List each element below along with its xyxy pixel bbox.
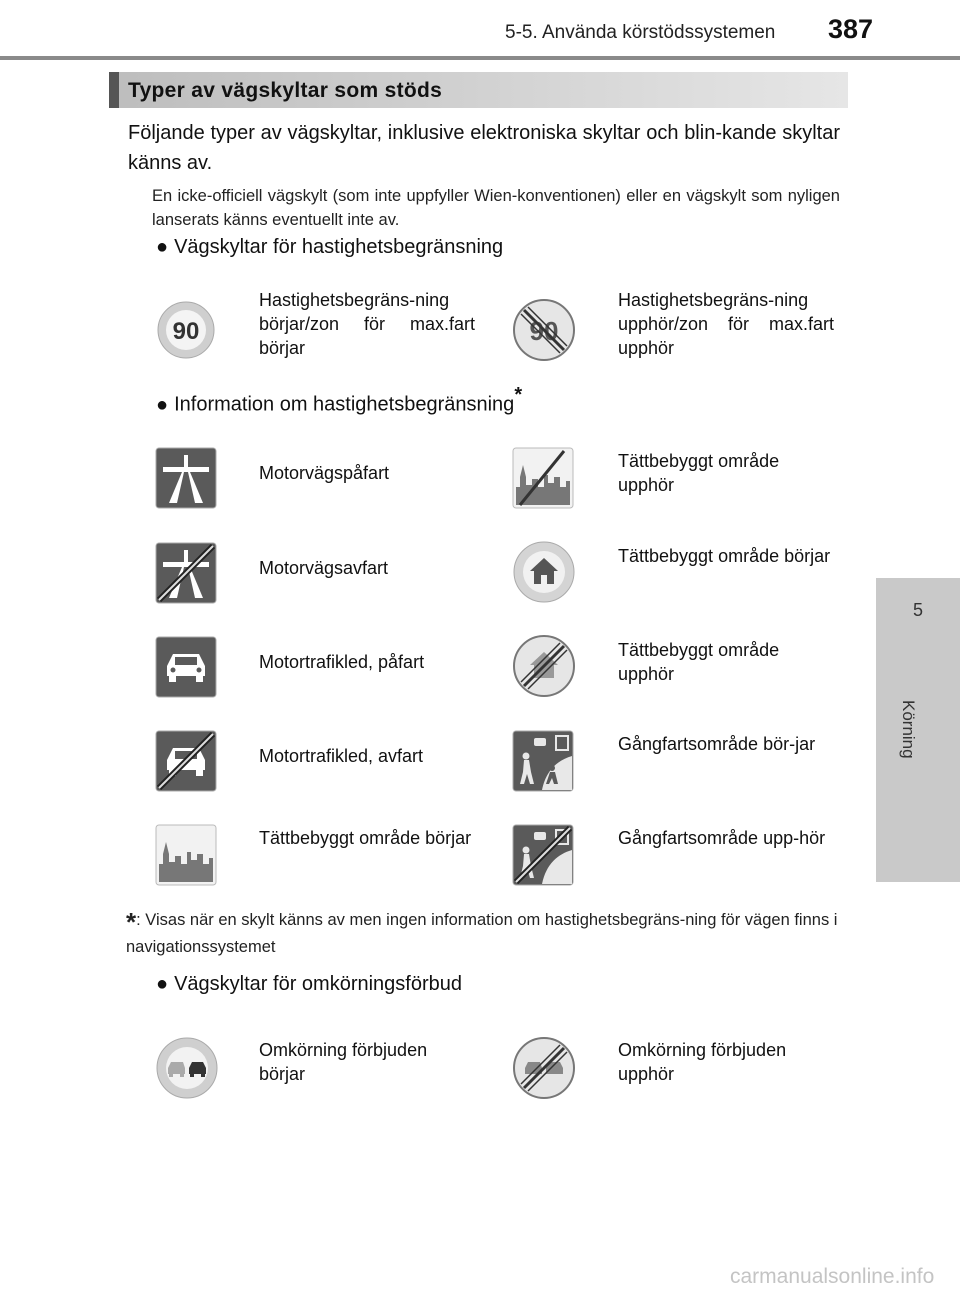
chapter-label: Körning: [899, 700, 918, 759]
page-number: 387: [828, 14, 874, 44]
built-up-area-end-label: Tättbebyggt område upphör: [618, 451, 780, 495]
built-up-area-start-round-label: Tättbebyggt område börjar: [618, 546, 831, 566]
built-up-area-start-round-sign-icon: [513, 541, 575, 603]
speed-limit-start-label: Hastighetsbegräns-ning börjar/zon för ma…: [259, 290, 475, 358]
speed-limit-90-sign-icon: 90: [157, 301, 215, 359]
bullet-icon: ●: [156, 973, 169, 995]
sign-90-text: 90: [173, 318, 200, 345]
bullet-icon: ●: [156, 393, 169, 416]
no-overtaking-heading: ●Vägskyltar för omkörningsförbud: [156, 973, 462, 996]
no-overtaking-end-label: Omkörning förbjuden upphör: [618, 1040, 787, 1084]
header-divider: [0, 56, 960, 60]
built-up-area-end-round-sign-icon: [513, 635, 575, 697]
chapter-side-tab: [876, 578, 960, 882]
motorway-start-label: Motorvägspåfart: [259, 463, 390, 483]
footnote-text: : Visas när en skylt känns av men ingen …: [126, 911, 838, 956]
section-title-box: [109, 72, 848, 108]
no-overtaking-heading-text: Vägskyltar för omkörningsförbud: [174, 973, 463, 995]
bullet-icon: ●: [156, 236, 169, 258]
note-paragraph: En icke-officiell vägskylt (som inte upp…: [152, 187, 840, 229]
end-speed-limit-90-sign-icon: 90: [513, 299, 575, 361]
watermark: carmanualsonline.info: [730, 1265, 935, 1288]
motorway-start-sign-icon: [155, 447, 217, 509]
speed-limit-end-label: Hastighetsbegräns-ning upphör/zon för ma…: [618, 290, 834, 358]
speed-info-heading: ●Information om hastighetsbegränsning*: [156, 384, 523, 417]
end-no-overtaking-sign-icon: [513, 1037, 575, 1099]
section-title-accent: [109, 72, 119, 108]
built-up-area-start-label: Tättbebyggt område börjar: [259, 828, 472, 848]
no-overtaking-sign-icon: [156, 1037, 218, 1099]
pedestrian-zone-end-label: Gångfartsområde upp-hör: [618, 828, 826, 848]
pedestrian-zone-end-sign-icon: [512, 824, 574, 886]
expressway-end-label: Motortrafikled, avfart: [259, 746, 424, 766]
pedestrian-zone-start-label: Gångfartsområde bör-jar: [618, 734, 816, 754]
running-header-section: 5-5. Använda körstödssystemen: [505, 22, 776, 43]
footnote-marker: *: [514, 384, 523, 406]
pedestrian-zone-start-sign-icon: [512, 730, 574, 792]
expressway-start-sign-icon: [155, 636, 217, 698]
expressway-end-sign-icon: [155, 730, 217, 792]
footnote-star: *: [126, 907, 137, 937]
built-up-area-start-sign-icon: [155, 824, 217, 886]
speed-limit-heading-text: Vägskyltar för hastighetsbegränsning: [174, 236, 504, 258]
built-up-area-end-sign-icon: [512, 447, 574, 509]
speed-info-heading-text: Information om hastighetsbegränsning: [174, 393, 515, 416]
speed-limit-heading: ●Vägskyltar för hastighetsbegränsning: [156, 236, 503, 259]
chapter-number: 5: [912, 600, 923, 620]
expressway-start-label: Motortrafikled, påfart: [259, 652, 425, 672]
section-title: Typer av vägskyltar som stöds: [128, 79, 443, 102]
motorway-end-label: Motorvägsavfart: [259, 558, 389, 578]
motorway-end-sign-icon: [155, 542, 217, 604]
built-up-area-end-round-label: Tättbebyggt område upphör: [618, 640, 780, 684]
no-overtaking-start-label: Omkörning förbjuden börjar: [259, 1040, 428, 1084]
footnote: *: Visas när en skylt känns av men ingen…: [126, 908, 846, 960]
intro-paragraph: Följande typer av vägskyltar, inklusive …: [128, 122, 840, 174]
